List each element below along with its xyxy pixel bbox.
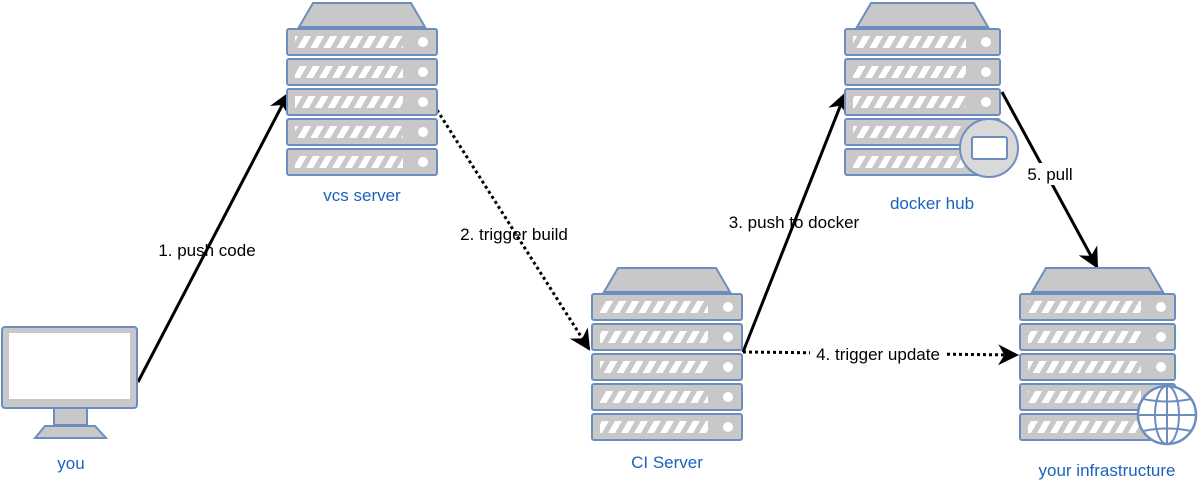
screen-badge-icon: [959, 118, 1019, 178]
edge-trigger-update: [742, 344, 1020, 366]
edge-label-trigger-update: 4. trigger update: [816, 345, 940, 364]
edge-label-trigger-build: 2. trigger build: [460, 225, 568, 244]
server-rack-icon: [286, 2, 438, 176]
node-label-your-infrastructure: your infrastructure: [1039, 461, 1176, 480]
edge-push-to-docker: [741, 92, 848, 353]
server-rack-icon: [591, 267, 743, 441]
node-label-vcs-server: vcs server: [323, 186, 401, 205]
server-rack-with-globe-icon: [1019, 267, 1176, 441]
edge-label-push-to-docker: 3. push to docker: [729, 213, 860, 232]
edge-push-code: [136, 92, 290, 383]
node-label-you: you: [57, 454, 84, 473]
edge-trigger-build: [435, 109, 591, 351]
globe-icon: [1136, 384, 1198, 446]
node-label-docker-hub: docker hub: [890, 194, 974, 213]
edge-label-push-code: 1. push code: [158, 241, 255, 260]
edge-label-pull: 5. pull: [1027, 165, 1072, 184]
node-label-ci-server: CI Server: [631, 453, 703, 472]
server-rack-with-screen-icon: [844, 2, 1001, 176]
computer-monitor-icon: [1, 326, 138, 439]
